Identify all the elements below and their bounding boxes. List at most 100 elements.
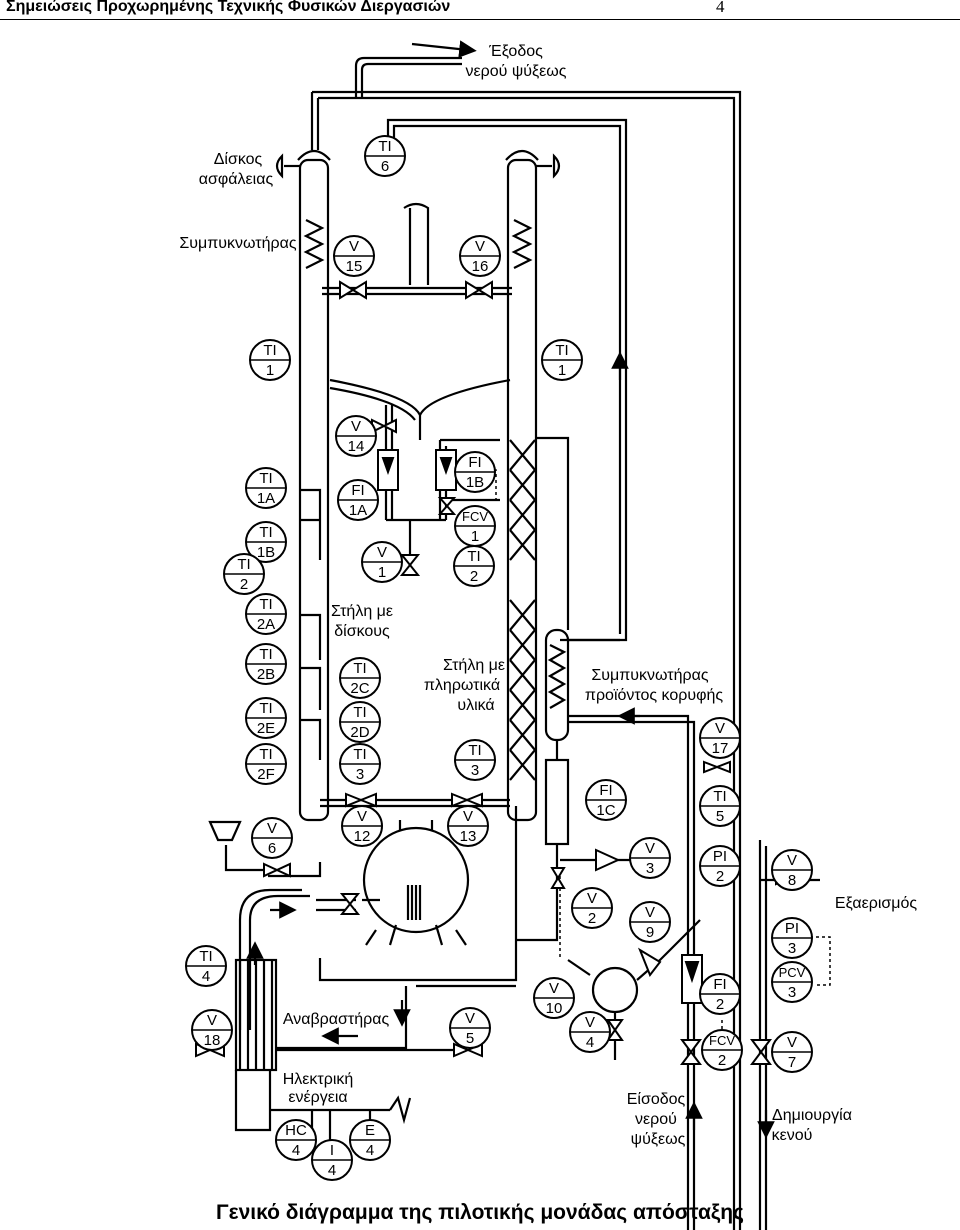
instrument-tag: V — [349, 238, 359, 255]
instrument-tag: FCV — [462, 509, 488, 524]
instrument-number: 12 — [354, 828, 371, 845]
instrument-v15: V 15 — [333, 235, 375, 277]
instrument-ti5: TI5 — [699, 785, 741, 827]
instrument-tag: TI — [713, 788, 726, 805]
instrument-number: 3 — [788, 984, 796, 1001]
instrument-tag: I — [330, 1142, 334, 1159]
instrument-tag: V — [715, 720, 725, 737]
instrument-fi2: FI2 — [699, 973, 741, 1015]
instrument-ti6: TI 6 — [364, 135, 406, 177]
instrument-ti1l: TI 1 — [249, 339, 291, 381]
instrument-number: 18 — [204, 1032, 221, 1049]
instrument-hc4: HC 4 — [275, 1119, 317, 1161]
instrument-v6: V6 — [251, 817, 293, 859]
instrument-v5: V5 — [449, 1007, 491, 1049]
instrument-number: 2E — [257, 720, 275, 737]
instrument-number: 17 — [712, 740, 729, 757]
instrument-tag: TI — [555, 342, 568, 359]
instrument-number: 2 — [716, 868, 724, 885]
instrument-tag: V — [585, 1014, 595, 1031]
instrument-number: 1 — [266, 362, 274, 379]
instrument-tag: V — [377, 544, 387, 561]
instrument-number: 4 — [292, 1142, 300, 1159]
instrument-v13: V 13 — [447, 805, 489, 847]
instrument-tag: FI — [468, 454, 481, 471]
instrument-number: 4 — [586, 1034, 594, 1051]
instrument-number: 1B — [466, 474, 484, 491]
instrument-tag: HC — [285, 1122, 307, 1139]
instrument-number: 9 — [646, 924, 654, 941]
instrument-tag: FI — [351, 482, 364, 499]
instrument-tag: TI — [378, 138, 391, 155]
instrument-number: 1C — [596, 802, 615, 819]
instrument-v9: V9 — [629, 901, 671, 943]
instrument-v8: V8 — [771, 849, 813, 891]
instrument-v10: V10 — [533, 977, 575, 1019]
instrument-number: 1 — [558, 362, 566, 379]
instrument-number: 6 — [268, 840, 276, 857]
header-title: Σημειώσεις Προχωρημένης Τεχνικής Φυσικών… — [6, 0, 451, 15]
instrument-ti2top: TI2 — [453, 545, 495, 587]
instrument-number: 1B — [257, 544, 275, 561]
instrument-tag: TI — [467, 548, 480, 565]
instrument-tag: V — [787, 1034, 797, 1051]
instrument-tag: TI — [259, 470, 272, 487]
instrument-v18: V18 — [191, 1009, 233, 1051]
instrument-tag: TI — [237, 556, 250, 573]
instrument-number: 16 — [472, 258, 489, 275]
instrument-number: 6 — [381, 158, 389, 175]
instrument-number: 8 — [788, 872, 796, 889]
instrument-pi2: PI2 — [699, 845, 741, 887]
instrument-fi1b: FI 1B — [454, 451, 496, 493]
instrument-number: 4 — [328, 1162, 336, 1179]
instrument-number: 13 — [460, 828, 477, 845]
instrument-number: 4 — [366, 1142, 374, 1159]
instrument-v7: V7 — [771, 1031, 813, 1073]
instrument-ti4: TI4 — [185, 945, 227, 987]
instrument-tag: TI — [263, 342, 276, 359]
instrument-v16: V16 — [459, 235, 501, 277]
reboiler-label: Αναβραστήρας — [283, 1011, 390, 1028]
instrument-tag: V — [357, 808, 367, 825]
instrument-v3: V3 — [629, 837, 671, 879]
instrument-ti2e: TI 2E — [245, 697, 287, 739]
instrument-tag: TI — [259, 596, 272, 613]
page-number: 4 — [716, 0, 725, 16]
instrument-tag: TI — [468, 742, 481, 759]
instrument-tag: TI — [259, 746, 272, 763]
instrument-number: 15 — [346, 258, 363, 275]
instrument-v1: V1 — [361, 541, 403, 583]
instrument-tag: TI — [199, 948, 212, 965]
instrument-tag: E — [365, 1122, 375, 1139]
instrument-number: 2 — [240, 576, 248, 593]
rotameters — [377, 449, 703, 1004]
instrument-tag: FI — [599, 782, 612, 799]
instrument-i4: I4 — [311, 1139, 353, 1181]
instrument-number: 2 — [716, 996, 724, 1013]
piping — [208, 40, 831, 1230]
figure-caption: Γενικό διάγραμμα της πιλοτικής μονάδας α… — [216, 1201, 744, 1224]
instrument-tag: V — [787, 852, 797, 869]
instrument-v2: V2 — [571, 887, 613, 929]
instrument-e4: E4 — [349, 1119, 391, 1161]
instrument-tag: TI — [353, 746, 366, 763]
instrument-tag: V — [463, 808, 473, 825]
instrument-tag: TI — [259, 700, 272, 717]
instrument-number: 3 — [471, 762, 479, 779]
instrument-tag: TI — [259, 646, 272, 663]
instrument-number: 1 — [378, 564, 386, 581]
